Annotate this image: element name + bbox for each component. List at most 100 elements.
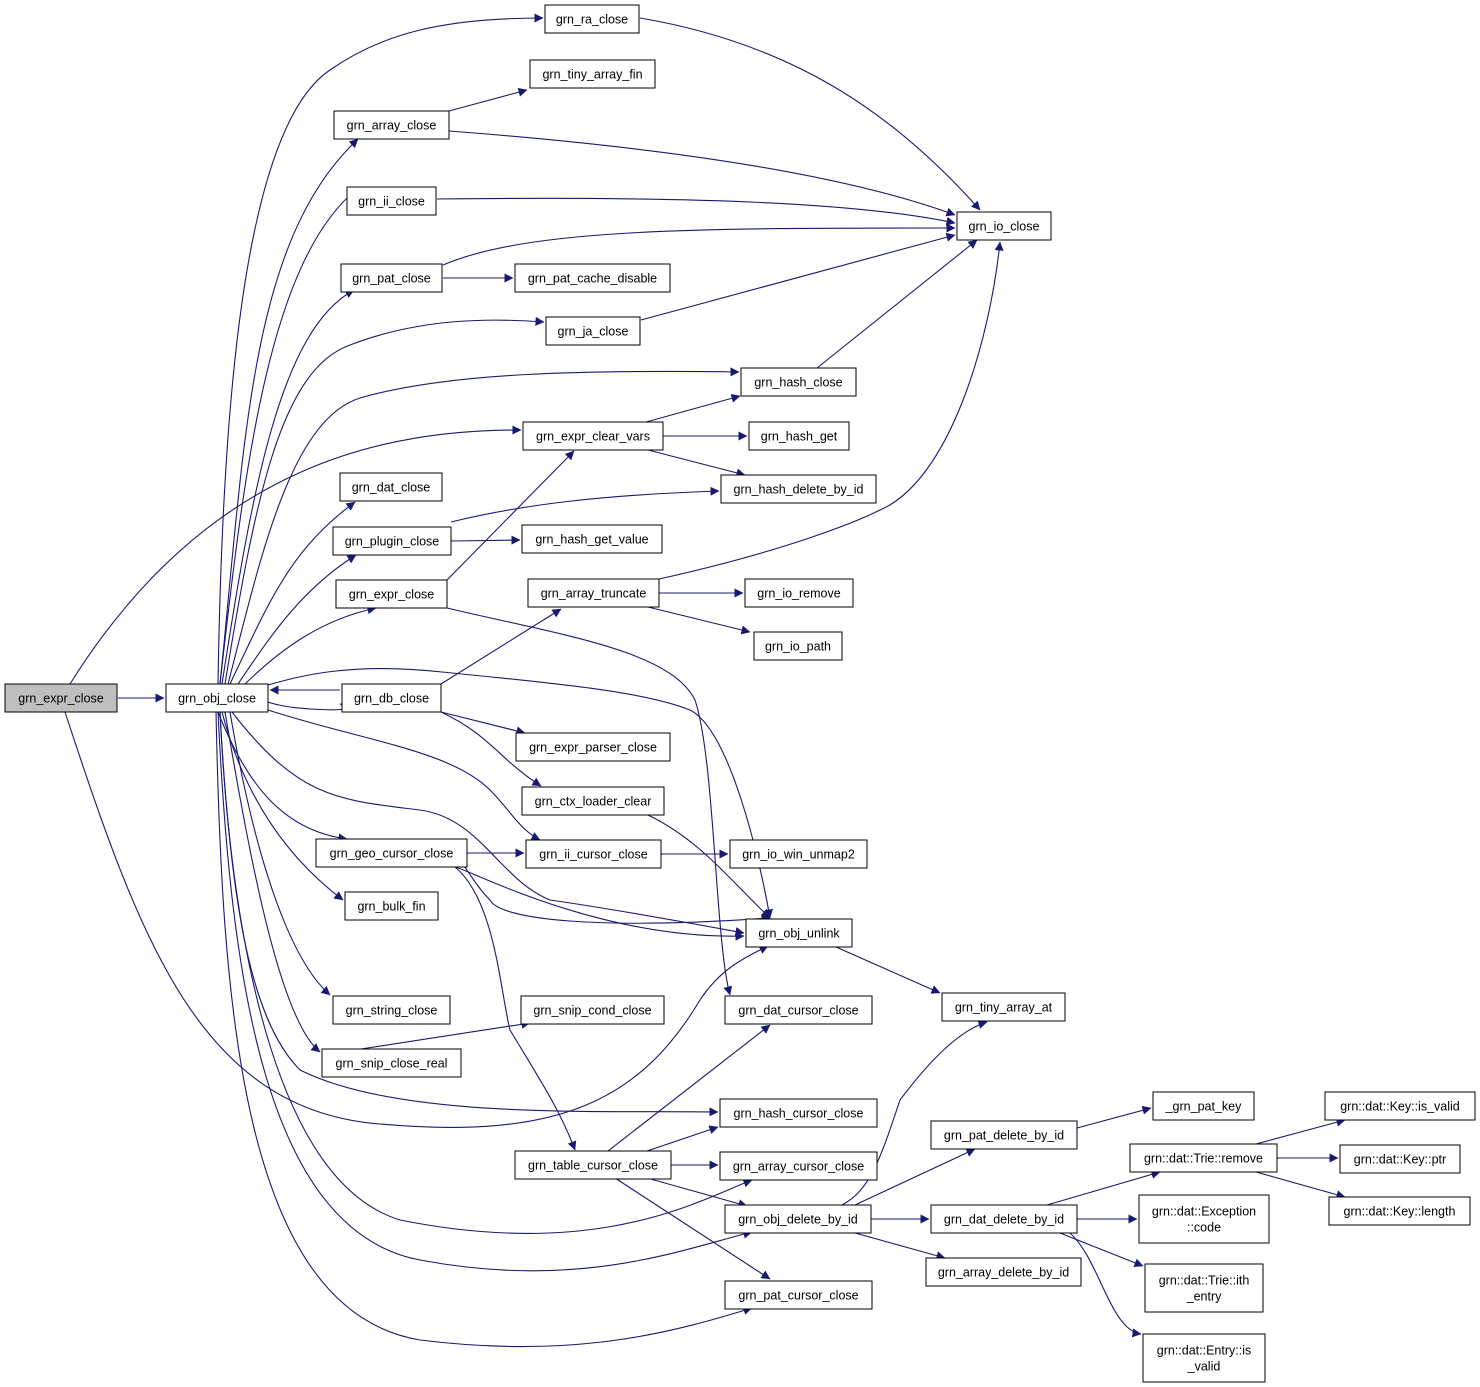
node-ctx-loader-clear[interactable]: grn_ctx_loader_clear [521, 786, 665, 816]
node-hash-get[interactable]: grn_hash_get [748, 421, 850, 451]
node-box [930, 1120, 1078, 1150]
node-pat-cursor-close[interactable]: grn_pat_cursor_close [724, 1280, 873, 1310]
node-hash-close[interactable]: grn_hash_close [740, 367, 857, 397]
node-box [720, 474, 877, 504]
node-box [1129, 1143, 1278, 1173]
call-edge [221, 711, 344, 901]
node-box [1339, 1144, 1461, 1174]
node-expr-parser-close[interactable]: grn_expr_parser_close [515, 732, 671, 762]
node-box [1142, 1333, 1266, 1383]
node-string-close[interactable]: grn_string_close [332, 995, 451, 1025]
node-obj-unlink[interactable]: grn_obj_unlink [745, 918, 853, 948]
node-bulk-fin[interactable]: grn_bulk_fin [344, 891, 439, 921]
node-tiny-array-fin[interactable]: grn_tiny_array_fin [529, 59, 656, 89]
node-label: grn_plugin_close [345, 535, 440, 549]
node-box [335, 579, 448, 609]
node-label: grn::dat::Key::ptr [1354, 1153, 1446, 1167]
node-geo-cursor-close[interactable]: grn_geo_cursor_close [315, 838, 468, 868]
node-io-remove[interactable]: grn_io_remove [744, 578, 854, 608]
node-pat-close[interactable]: grn_pat_close [340, 263, 443, 293]
node-dat-delete-by-id[interactable]: grn_dat_delete_by_id [930, 1204, 1078, 1234]
node-label: grn_dat_close [352, 481, 431, 495]
node-label: grn_hash_cursor_close [734, 1107, 864, 1121]
node-array-cursor-close[interactable]: grn_array_cursor_close [719, 1151, 878, 1181]
call-edge [658, 241, 1004, 580]
node-tiny-array-at[interactable]: grn_tiny_array_at [941, 992, 1066, 1022]
call-edge [1059, 1232, 1144, 1268]
node-label: grn_snip_cond_close [533, 1004, 651, 1018]
node-box [514, 263, 671, 293]
call-edge [446, 607, 733, 996]
node-label: grn_io_close [969, 220, 1040, 234]
call-edge [450, 486, 720, 523]
node-label: grn_snip_close_real [336, 1057, 448, 1071]
call-edge [440, 608, 562, 685]
node-label: grn::dat::Key::is_valid [1340, 1100, 1460, 1114]
node-io-close[interactable]: grn_io_close [956, 211, 1052, 241]
node-ja-close[interactable]: grn_ja_close [545, 316, 641, 346]
node-obj-delete-by-id[interactable]: grn_obj_delete_by_id [724, 1204, 872, 1234]
node-key-length[interactable]: grn::dat::Key::length [1328, 1196, 1471, 1226]
node-label: grn_obj_delete_by_id [738, 1213, 858, 1227]
node-entry-is-valid[interactable]: grn::dat::Entry::is_valid [1142, 1333, 1266, 1383]
node-pat-cache-disable[interactable]: grn_pat_cache_disable [514, 263, 671, 293]
call-edge [227, 367, 740, 685]
node-box [740, 367, 857, 397]
node-box [925, 1257, 1082, 1287]
node-box [1328, 1196, 1471, 1226]
node-hash-delete-by-id[interactable]: grn_hash_delete_by_id [720, 474, 877, 504]
node-dat-close[interactable]: grn_dat_close [339, 472, 443, 502]
node-io-win-unmap2[interactable]: grn_io_win_unmap2 [729, 839, 868, 869]
node-ra-close[interactable]: grn_ra_close [544, 4, 640, 34]
call-edge [217, 13, 544, 685]
node-label: grn_pat_cache_disable [528, 272, 657, 286]
node-ii-close[interactable]: grn_ii_close [346, 186, 437, 216]
node-db-close[interactable]: grn_db_close [341, 683, 442, 713]
node-expr-clear-vars[interactable]: grn_expr_clear_vars [522, 421, 664, 451]
node-key-ptr[interactable]: grn::dat::Key::ptr [1339, 1144, 1461, 1174]
node-trie-ith-entry[interactable]: grn::dat::Trie::ith_entry [1144, 1263, 1264, 1313]
node-io-path[interactable]: grn_io_path [753, 631, 843, 661]
node-label: grn_array_truncate [541, 587, 647, 601]
call-edge [454, 866, 745, 941]
call-edge [442, 223, 956, 266]
call-edge [854, 1232, 946, 1261]
call-edge [64, 711, 769, 1128]
call-edge [219, 188, 358, 685]
node-trie-remove[interactable]: grn::dat::Trie::remove [1129, 1143, 1278, 1173]
node-exception-code[interactable]: grn::dat::Exception::code [1138, 1194, 1270, 1244]
node-table-cursor-close[interactable]: grn_table_cursor_close [514, 1150, 672, 1180]
node-array-delete-by-id[interactable]: grn_array_delete_by_id [925, 1257, 1082, 1287]
call-edge [646, 1125, 719, 1152]
node-array-close[interactable]: grn_array_close [333, 110, 450, 140]
node-root[interactable]: grn_expr_close [4, 683, 118, 713]
node-snip-cond-close[interactable]: grn_snip_cond_close [520, 995, 665, 1025]
node-hash-get-value[interactable]: grn_hash_get_value [521, 524, 663, 554]
node-expr-close2[interactable]: grn_expr_close [335, 579, 448, 609]
node-label: grn_obj_close [178, 692, 256, 706]
node-dat-cursor-close[interactable]: grn_dat_cursor_close [724, 995, 873, 1025]
node-ii-cursor-close[interactable]: grn_ii_cursor_close [525, 839, 662, 869]
node-box [515, 732, 671, 762]
node-pat-key[interactable]: _grn_pat_key [1152, 1091, 1255, 1121]
node-key-is-valid[interactable]: grn::dat::Key::is_valid [1324, 1091, 1476, 1121]
node-label: grn_tiny_array_at [955, 1001, 1053, 1015]
node-array-truncate[interactable]: grn_array_truncate [527, 578, 660, 608]
call-edge [440, 711, 526, 736]
call-edge [448, 130, 956, 217]
node-snip-close-real[interactable]: grn_snip_close_real [321, 1048, 462, 1078]
node-plugin-close[interactable]: grn_plugin_close [332, 526, 452, 556]
node-pat-delete-by-id[interactable]: grn_pat_delete_by_id [930, 1120, 1078, 1150]
call-edge [244, 605, 377, 685]
node-label: grn_io_remove [757, 587, 840, 601]
node-label: grn_geo_cursor_close [330, 847, 454, 861]
call-edge [446, 450, 575, 581]
node-box [729, 839, 868, 869]
call-edge [267, 709, 541, 841]
node-hash-cursor-close[interactable]: grn_hash_cursor_close [719, 1098, 878, 1128]
node-box [545, 316, 641, 346]
node-label: grn_io_win_unmap2 [742, 848, 855, 862]
node-obj-close[interactable]: grn_obj_close [165, 683, 269, 713]
node-label: grn_array_close [347, 119, 437, 133]
node-box [346, 186, 437, 216]
